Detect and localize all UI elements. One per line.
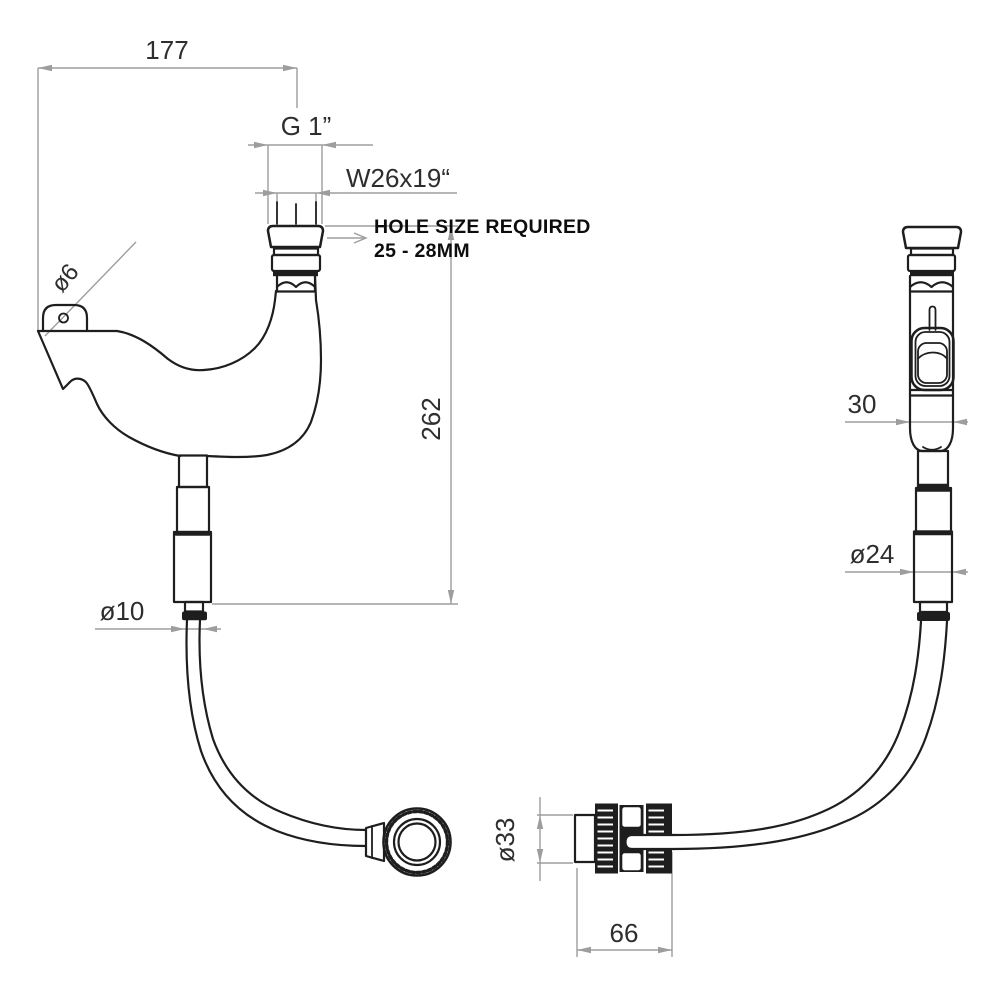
connector-sleeve: [573, 813, 597, 864]
button-pin: [928, 305, 937, 331]
label-g1: G 1”: [281, 111, 332, 141]
spout-saddle: [115, 289, 278, 372]
right-view-drawing: [573, 225, 963, 874]
spout-head: [41, 303, 89, 333]
outlet-stem: [172, 454, 213, 621]
label-d33: ø33: [490, 818, 520, 863]
thread-lines: [276, 201, 317, 225]
valve-body: [908, 274, 955, 453]
left-hose: [185, 618, 368, 848]
solder-wave: [275, 281, 317, 289]
label-177: 177: [145, 35, 188, 65]
label-hole-size-1: HOLE SIZE REQUIRED: [374, 216, 591, 238]
dimension-177: [37, 64, 298, 330]
hose-connector: [573, 803, 676, 874]
spout-head-hole: [58, 312, 69, 324]
hose-channel: [624, 833, 676, 851]
dimension-d24: [845, 568, 968, 576]
dimension-labels: 177 G 1” W26x19“ HOLE SIZE REQUIRED 25 -…: [46, 35, 894, 948]
label-d24: ø24: [850, 539, 895, 569]
left-view-drawing: [36, 201, 452, 877]
dimension-d10: [95, 625, 221, 633]
dimension-262: [212, 225, 458, 605]
spout-body: [36, 274, 323, 459]
label-w26x19: W26x19“: [346, 163, 450, 193]
right-hose: [671, 619, 949, 851]
shank: [912, 449, 954, 621]
dimension-30: [845, 418, 968, 426]
spout-underside: [36, 329, 182, 458]
solder-wave: [908, 281, 955, 289]
label-d6: ø6: [46, 259, 85, 298]
spout-right-side: [205, 274, 323, 459]
dimension-d33: [536, 797, 573, 881]
hole-size-leader: [327, 232, 368, 244]
label-d10: ø10: [100, 596, 145, 626]
label-30: 30: [848, 389, 877, 419]
right-wall-fitting: [901, 225, 963, 277]
label-hole-size-2: 25 - 28MM: [374, 240, 470, 262]
label-66: 66: [610, 918, 639, 948]
label-262: 262: [416, 397, 446, 440]
hose-nut: [364, 821, 386, 863]
ring-outlet: [364, 807, 452, 877]
dimension-g1: [248, 141, 373, 224]
knurl-stripes-left: [597, 809, 613, 868]
